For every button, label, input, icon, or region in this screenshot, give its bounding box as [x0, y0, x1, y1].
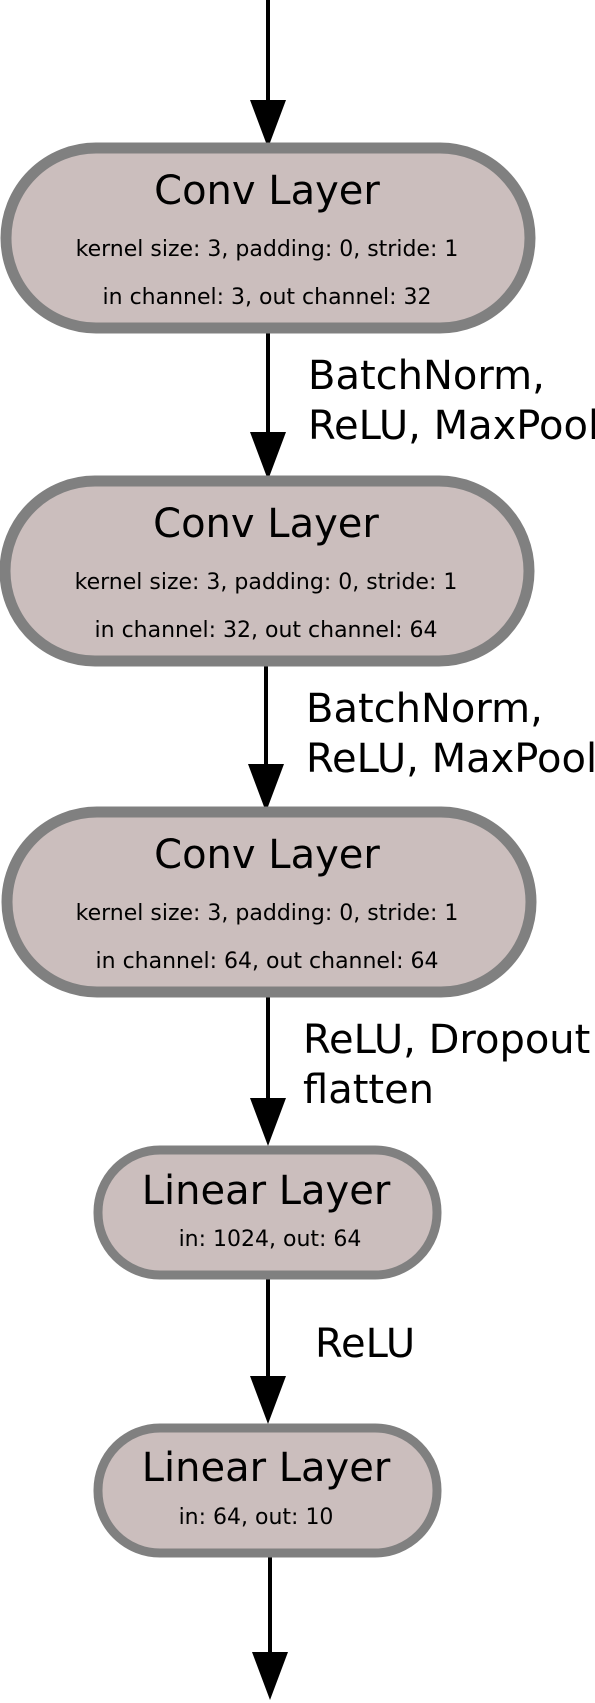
node-detail-line: kernel size: 3, padding: 0, stride: 1	[76, 237, 459, 262]
edge-label-3: ReLU, Dropout flatten	[303, 1017, 590, 1113]
conv-layer-node-3: Conv Layer kernel size: 3, padding: 0, s…	[1, 806, 537, 998]
node-shape	[0, 475, 535, 667]
edge-arrow-4	[250, 1278, 286, 1424]
edge-arrow-3	[250, 997, 286, 1146]
node-detail-line: in channel: 3, out channel: 32	[103, 285, 432, 310]
conv-layer-node-1: Conv Layer kernel size: 3, padding: 0, s…	[0, 142, 536, 334]
edge-label-line: ReLU, MaxPool	[306, 736, 595, 782]
node-title: Linear Layer	[142, 1168, 391, 1214]
output-arrow	[252, 1556, 288, 1700]
node-shape	[93, 1423, 442, 1558]
edge-label-1: BatchNorm, ReLU, MaxPool	[308, 353, 595, 449]
node-shape	[0, 142, 536, 334]
node-detail-line: in channel: 32, out channel: 64	[95, 618, 438, 643]
edge-label-line: BatchNorm,	[308, 353, 545, 399]
node-title: Conv Layer	[154, 832, 380, 878]
node-detail-line: in channel: 64, out channel: 64	[96, 949, 439, 974]
conv-layer-node-2: Conv Layer kernel size: 3, padding: 0, s…	[0, 475, 535, 667]
linear-layer-node-1: Linear Layer in: 1024, out: 64	[93, 1145, 442, 1280]
edge-label-4: ReLU	[315, 1321, 415, 1367]
linear-layer-node-2: Linear Layer in: 64, out: 10	[93, 1423, 442, 1558]
node-title: Conv Layer	[153, 501, 379, 547]
edge-label-line: flatten	[303, 1067, 434, 1113]
node-shape	[1, 806, 537, 998]
node-title: Conv Layer	[154, 168, 380, 214]
edge-label-line: ReLU, Dropout	[303, 1017, 590, 1063]
edge-arrow-1	[250, 332, 286, 480]
edge-arrow-2	[248, 665, 284, 812]
edge-label-2: BatchNorm, ReLU, MaxPool	[306, 686, 595, 782]
node-detail-line: kernel size: 3, padding: 0, stride: 1	[75, 570, 458, 595]
node-shape	[93, 1145, 442, 1280]
edge-label-line: BatchNorm,	[306, 686, 543, 732]
edge-label-line: ReLU, MaxPool	[308, 403, 595, 449]
edge-label-line: ReLU	[315, 1321, 415, 1367]
node-title: Linear Layer	[142, 1445, 391, 1491]
input-arrow	[250, 0, 286, 148]
node-detail-line: kernel size: 3, padding: 0, stride: 1	[76, 901, 459, 926]
node-detail-line: in: 1024, out: 64	[179, 1227, 362, 1252]
node-detail-line: in: 64, out: 10	[179, 1505, 334, 1530]
